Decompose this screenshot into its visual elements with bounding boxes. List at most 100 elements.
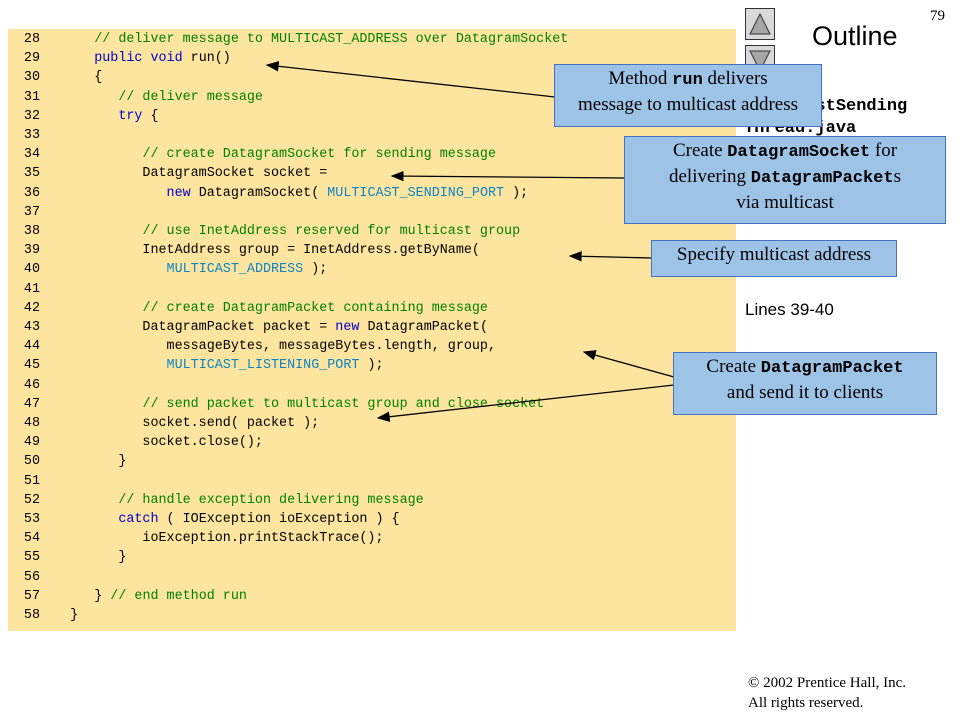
code-text: catch ( IOException ioException ) { [46, 510, 400, 529]
line-number: 28 [23, 32, 40, 47]
code-plain: ); [303, 262, 328, 278]
line-number: 48 [23, 416, 40, 431]
code-kw: try [118, 108, 143, 124]
copyright: © 2002 Prentice Hall, Inc. All rights re… [748, 673, 906, 713]
code-plain: InetAddress group = InetAddress.getByNam… [46, 243, 480, 259]
outline-title: Outline [812, 21, 898, 51]
code-text: socket.close(); [46, 433, 263, 452]
code-text: MULTICAST_ADDRESS ); [46, 260, 328, 279]
code-field: MULTICAST_SENDING_PORT [327, 185, 505, 201]
code-text: socket.send( packet ); [46, 414, 319, 433]
line-number: 38 [23, 224, 40, 239]
code-kw: catch [118, 512, 159, 527]
code-plain: { [142, 108, 159, 124]
line-number: 46 [23, 377, 40, 393]
code-plain: DatagramPacket packet = [46, 320, 336, 335]
arrow-packet-args [582, 350, 675, 378]
code-field: MULTICAST_ADDRESS [166, 262, 304, 278]
code-text: // create DatagramSocket for sending mes… [46, 145, 496, 164]
code-text: public void run() [46, 49, 231, 68]
code-plain: DatagramSocket( [190, 185, 328, 201]
code-plain: ); [359, 358, 384, 374]
page-number: 79 [930, 8, 945, 24]
code-plain: socket.close(); [46, 435, 263, 451]
code-plain: DatagramSocket socket = [46, 166, 328, 182]
callout-datagram-socket: Create DatagramSocket for delivering Dat… [624, 136, 946, 224]
line-number: 47 [23, 396, 40, 412]
arrow-packet-send [376, 384, 675, 422]
code-kw: public void [94, 51, 183, 67]
line-number: 40 [23, 262, 40, 278]
code-text: messageBytes, messageBytes.length, group… [46, 337, 496, 356]
code-text: ioException.printStackTrace(); [46, 529, 383, 548]
code-text: // create DatagramPacket containing mess… [46, 299, 488, 318]
code-comment: // use InetAddress reserved for multicas… [142, 224, 521, 239]
code-text: // use InetAddress reserved for multicas… [46, 222, 520, 241]
code-text: // deliver message to MULTICAST_ADDRESS … [46, 30, 568, 49]
arrow-socket [390, 170, 626, 182]
triangle-up-icon [749, 12, 771, 35]
line-number: 54 [23, 531, 40, 547]
line-number: 44 [23, 339, 40, 355]
code-text: try { [46, 107, 159, 126]
code-kw: new [166, 185, 191, 201]
line-number: 58 [23, 608, 40, 623]
code-plain: socket.send( packet ); [46, 416, 320, 431]
code-comment: // deliver message [118, 89, 263, 105]
previous-slide-button[interactable] [745, 8, 775, 40]
code-text: } [46, 548, 126, 567]
code-listing: 28 // deliver message to MULTICAST_ADDRE… [8, 29, 736, 631]
code-text: // send packet to multicast group and cl… [46, 395, 544, 414]
callout-multicast-address: Specify multicast address [651, 240, 897, 277]
line-number: 57 [23, 588, 40, 604]
code-kw: new [335, 320, 360, 335]
code-plain: DatagramPacket( [359, 320, 488, 335]
code-comment: // create DatagramPacket containing mess… [142, 300, 488, 316]
line-number: 31 [23, 89, 40, 105]
code-comment: // handle exception delivering message [118, 492, 424, 508]
line-number: 33 [23, 128, 40, 143]
line-number: 49 [23, 435, 40, 451]
line-number: 51 [23, 473, 40, 489]
code-text: // deliver message [46, 88, 263, 107]
code-plain: } [46, 454, 127, 470]
line-number: 53 [23, 512, 40, 527]
code-plain: } [46, 588, 111, 604]
copyright-line-2: All rights reserved. [748, 695, 864, 711]
line-number: 36 [23, 185, 40, 201]
code-comment: // deliver message to MULTICAST_ADDRESS … [94, 32, 569, 47]
line-number: 43 [23, 320, 40, 335]
code-plain: run() [182, 51, 231, 67]
code-plain: ); [504, 185, 529, 201]
line-number: 32 [23, 108, 40, 124]
code-plain: ( IOException ioException ) { [158, 512, 400, 527]
line-number: 37 [23, 204, 40, 220]
line-number: 56 [23, 569, 40, 585]
line-number: 30 [23, 70, 40, 86]
code-text: new DatagramSocket( MULTICAST_SENDING_PO… [46, 184, 529, 203]
code-plain: } [46, 608, 79, 623]
callout-run-method: Method run delivers message to multicast… [554, 64, 822, 127]
code-text: DatagramPacket packet = new DatagramPack… [46, 318, 488, 337]
code-comment: // send packet to multicast group and cl… [142, 396, 545, 412]
code-text: } [46, 606, 78, 625]
line-number: 34 [23, 147, 40, 163]
line-number: 39 [23, 243, 40, 259]
line-number: 52 [23, 492, 40, 508]
code-comment: // create DatagramSocket for sending mes… [142, 147, 497, 163]
code-field: MULTICAST_LISTENING_PORT [166, 358, 360, 374]
code-text: } // end method run [46, 587, 247, 606]
line-number: 55 [23, 550, 40, 566]
code-text: // handle exception delivering message [46, 491, 424, 510]
copyright-line-1: 2002 Prentice Hall, Inc. [759, 675, 907, 691]
next-slide-button[interactable] [745, 45, 775, 65]
code-text: InetAddress group = InetAddress.getByNam… [46, 241, 480, 260]
copyright-symbol: © [748, 675, 760, 691]
line-number: 50 [23, 454, 40, 470]
lines-note: Lines 39-40 [745, 300, 834, 319]
triangle-down-icon [749, 50, 771, 64]
code-text: MULTICAST_LISTENING_PORT ); [46, 356, 384, 375]
line-number: 35 [23, 166, 40, 182]
code-plain: messageBytes, messageBytes.length, group… [46, 339, 496, 355]
